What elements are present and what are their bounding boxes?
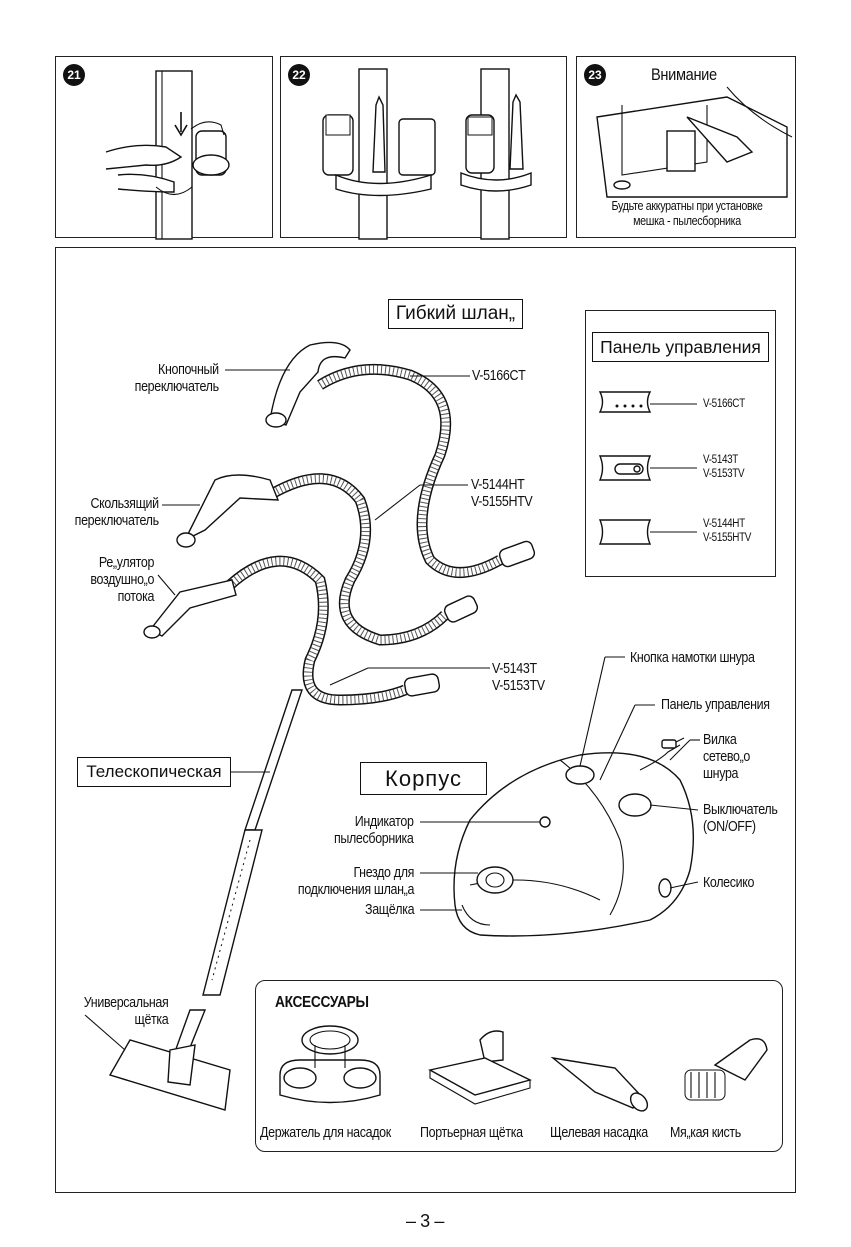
accessories-title: АКСЕССУАРЫ <box>275 994 369 1011</box>
warning-title: Внимание <box>651 65 717 84</box>
control-panel-model-2: V-5143T V-5153TV <box>703 454 745 480</box>
body-control-panel-label: Панель управления <box>661 697 770 713</box>
step-22-illustration <box>322 68 532 240</box>
latch-label: Защёлка <box>364 902 415 918</box>
hose-title: Гибкий шлан„ <box>388 299 523 329</box>
control-panel-variants <box>598 391 697 545</box>
step-number-badge: 22 <box>288 64 310 86</box>
control-panel-title: Панель управления <box>592 332 769 362</box>
control-panel-model-3: V-5144HT V-5155HTV <box>703 518 752 544</box>
accessory-nozzle-holder: Держатель для насадок <box>260 1125 391 1141</box>
cord-rewind-label: Кнопка намотки шнура <box>630 650 755 666</box>
hose-model-top: V-5166CT <box>472 368 526 384</box>
wheel-label: Колесико <box>703 875 755 891</box>
step-22-panel: 22 <box>280 56 567 240</box>
accessory-dusting-brush: Мя„кая кисть <box>670 1125 741 1141</box>
step-number-badge: 23 <box>584 64 606 86</box>
body-label: Корпус <box>360 762 487 795</box>
step-23-panel: 23 Внимание Будьте аккуратны при установ… <box>576 56 796 238</box>
accessories-illustration <box>279 1025 768 1112</box>
step-21-illustration <box>105 70 230 240</box>
power-switch-label: Выключатель(ON/OFF) <box>703 802 778 835</box>
warning-caption-line1: Будьте аккуратны при установке <box>611 199 763 213</box>
step-23-illustration <box>596 86 793 198</box>
telescopic-tube-label: Телескопическая <box>77 757 231 787</box>
warning-caption-line2: мешка - пылесборника <box>633 214 741 228</box>
step-number-badge: 21 <box>63 64 85 86</box>
control-panel-model-1: V-5166CT <box>703 398 745 410</box>
page-number: – 3 – <box>405 1211 445 1231</box>
accessory-crevice-nozzle: Щелевая насадка <box>550 1125 648 1141</box>
accessory-upholstery-brush: Портьерная щётка <box>420 1125 523 1141</box>
step-21-panel: 21 <box>55 56 273 240</box>
